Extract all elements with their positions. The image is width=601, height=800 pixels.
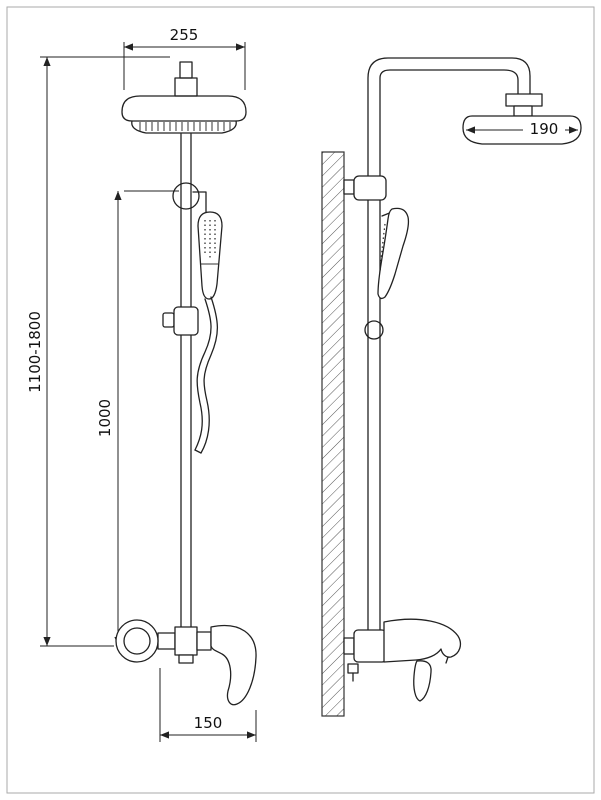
mixer-lever-handle — [210, 625, 257, 706]
bottom-bracket-plate — [343, 637, 355, 655]
wall-section — [321, 151, 345, 717]
slider-clamp-front — [162, 306, 199, 336]
spout-mouth — [445, 656, 449, 664]
valve-outlet-inner — [123, 627, 151, 655]
head-spray-face — [131, 120, 237, 134]
dimension-spout-reach: 150 — [159, 668, 257, 742]
hand-shower-front — [192, 191, 223, 300]
drawing-border — [6, 6, 595, 794]
bracket-screw — [347, 663, 359, 674]
mixer-handle-side — [413, 660, 432, 702]
dim-label-height-range: 1100-1800 — [26, 311, 44, 393]
dim-label-slide-bar: 1000 — [96, 399, 114, 437]
head-nut-side — [505, 93, 543, 107]
clamp-knob — [162, 312, 175, 328]
clamp-body — [173, 306, 199, 336]
head-nozzle-hatch — [139, 122, 231, 131]
valve-lower-port — [178, 654, 194, 664]
head-body — [121, 95, 247, 122]
rain-shower-head — [121, 61, 247, 134]
side-view: 190 — [321, 57, 582, 717]
bottom-wall-bracket — [343, 629, 387, 682]
hand-shower-body — [197, 211, 223, 300]
dim-label-background — [523, 120, 565, 138]
dim-label-spout-reach: 150 — [194, 714, 223, 732]
dim-label-side-head-width: 190 — [530, 120, 559, 138]
valve-outlet-flange — [115, 619, 159, 663]
hose-end — [194, 449, 202, 454]
valve-left-connector — [157, 632, 176, 650]
shower-hose — [194, 296, 219, 454]
front-view: 255 1100-1800 1000 — [26, 26, 257, 742]
dim-label-head-width: 255 — [170, 26, 199, 44]
dimension-side-head-width: 190 — [466, 120, 578, 138]
hand-shower-spray-dots — [204, 220, 216, 258]
tub-spout-side — [383, 618, 462, 664]
riser-pipe-front — [172, 133, 200, 631]
dimension-slide-bar: 1000 — [96, 190, 179, 646]
top-bracket-plate — [343, 179, 355, 195]
head-stem — [179, 61, 193, 79]
head-stem-side — [513, 105, 533, 117]
hand-shower-side — [377, 207, 410, 300]
head-nut — [174, 77, 198, 97]
hand-shower-bracket — [192, 191, 207, 213]
top-wall-bracket — [343, 175, 387, 201]
top-bracket-clamp — [353, 175, 387, 201]
bottom-valve-body-side — [353, 629, 387, 663]
mixer-valve-front — [115, 619, 257, 706]
valve-body — [174, 626, 198, 656]
pipe-holder-ring — [172, 182, 200, 210]
dimension-height-range: 1100-1800 — [26, 56, 170, 647]
valve-right-connector — [196, 631, 212, 651]
dimension-head-width: 255 — [123, 26, 246, 90]
slider-clamp-side — [364, 320, 384, 340]
